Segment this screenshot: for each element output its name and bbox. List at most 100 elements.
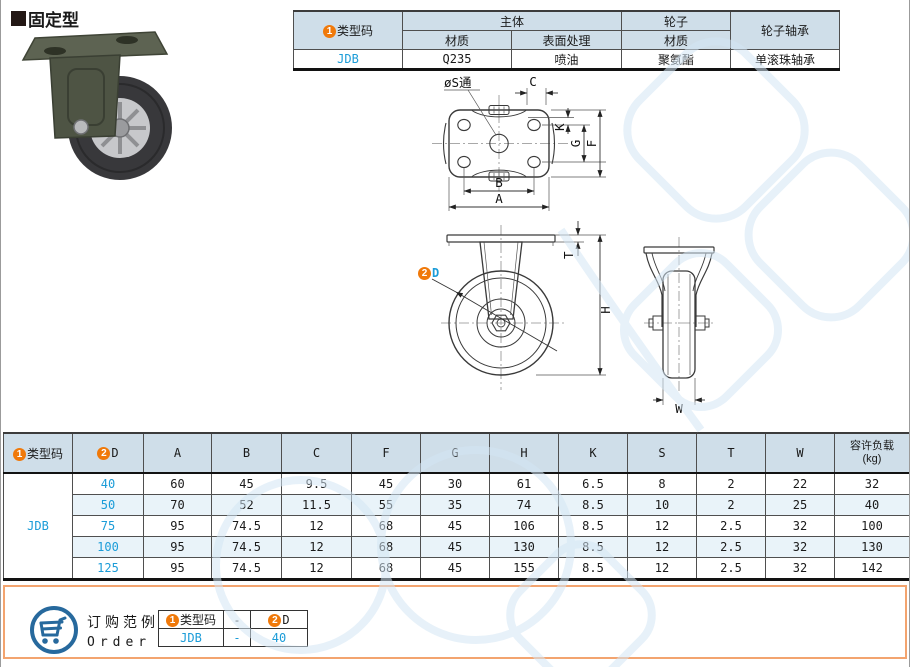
dim-cell: 61	[489, 472, 559, 495]
dim-cell: 2.5	[696, 536, 766, 558]
dim-header-load: 容许负载 (kg)	[834, 432, 909, 474]
top-view: øS通 C K G F B A	[432, 75, 606, 211]
dim-cell: 32	[765, 515, 835, 537]
product-photo	[21, 31, 172, 180]
dim-cell: 32	[765, 557, 835, 580]
spec-header-bearing: 轮子轴承	[730, 10, 841, 50]
spec-subheader-material: 材质	[402, 30, 512, 50]
dim-cell: 68	[351, 515, 421, 537]
circle-1-badge: 1	[12, 447, 26, 461]
dim-cell: 2.5	[696, 557, 766, 580]
dim-cell: 45	[420, 557, 490, 580]
dim-h-label: H	[598, 306, 613, 314]
dim-g-label: G	[568, 140, 583, 148]
circle-1-badge: 1	[165, 614, 179, 627]
page-title-text: 固定型	[28, 11, 79, 30]
dim-cell: 68	[351, 536, 421, 558]
dim-cell: 8.5	[558, 536, 628, 558]
dim-cell: 52	[211, 494, 282, 516]
dim-header-a: A	[143, 432, 212, 474]
front-view: T H	[431, 221, 613, 390]
dim-a-label: A	[495, 191, 503, 206]
dim-header-c: C	[281, 432, 352, 474]
dim-cell: 32	[834, 472, 909, 495]
dim-cell: 70	[143, 494, 212, 516]
dim-cell: 8.5	[558, 494, 628, 516]
page-title: 固定型	[11, 6, 79, 31]
spec-header-body: 主体	[401, 10, 623, 31]
dim-header-g: G	[420, 432, 490, 474]
dim-cell: 45	[211, 472, 282, 495]
dim-cell: 10	[627, 494, 697, 516]
spec-typecode-value: JDB	[293, 49, 403, 70]
hole-diameter-label: øS通	[444, 75, 472, 90]
order-title-cn: 订购范例	[87, 614, 159, 630]
dim-cell: 142	[834, 557, 909, 580]
dim-header-t: T	[696, 432, 766, 474]
dim-header-h: H	[489, 432, 559, 474]
dim-d-value: 50	[72, 494, 144, 516]
dim-cell: 2.5	[696, 515, 766, 537]
order-titles: 订购范例 Order	[87, 612, 159, 650]
dim-cell: 74	[489, 494, 559, 516]
dim-cell: 45	[351, 472, 421, 495]
dim-cell: 12	[627, 557, 697, 580]
dim-cell: 130	[489, 536, 559, 558]
order-title-en: Order	[87, 635, 152, 650]
dim-cell: 12	[627, 515, 697, 537]
order-typecode-value: JDB	[158, 628, 224, 647]
dim-header-s: S	[627, 432, 697, 474]
order-d-value: 40	[250, 628, 308, 647]
title-square-icon	[11, 11, 26, 26]
side-view: W	[643, 237, 716, 416]
order-header-sep: -	[223, 610, 251, 629]
dim-t-label: T	[561, 251, 576, 259]
dim-cell: 106	[489, 515, 559, 537]
dim-header-f: F	[351, 432, 421, 474]
dim-cell: 45	[420, 515, 490, 537]
dim-c-label: C	[529, 75, 537, 89]
dim-cell: 130	[834, 536, 909, 558]
technical-drawing: øS通 C K G F B A	[431, 75, 716, 416]
spec-surface: 喷油	[510, 49, 623, 70]
dim-cell: 22	[765, 472, 835, 495]
dim-d-value: 75	[72, 515, 144, 537]
dim-cell: 25	[765, 494, 835, 516]
cart-icon	[30, 606, 78, 654]
dim-cell: 95	[143, 536, 212, 558]
dim-cell: 35	[420, 494, 490, 516]
dim-d-value: 100	[72, 536, 144, 558]
dim-cell: 8	[627, 472, 697, 495]
dim-cell: 100	[834, 515, 909, 537]
spec-subheader-surface: 表面处理	[510, 30, 623, 50]
circle-1-badge: 1	[322, 25, 336, 38]
dim-cell: 74.5	[211, 515, 282, 537]
dim-cell: 32	[765, 536, 835, 558]
dim-typecode-value: JDB	[3, 472, 73, 580]
dim-cell: 40	[834, 494, 909, 516]
dim-cell: 60	[143, 472, 212, 495]
dim-cell: 30	[420, 472, 490, 495]
dim-b-label: B	[495, 175, 503, 190]
circle-2-badge: 2	[97, 447, 111, 460]
dim-header-w: W	[765, 432, 835, 474]
dim-cell: 68	[351, 557, 421, 580]
dim-w-label: W	[675, 401, 683, 416]
dim-cell: 12	[627, 536, 697, 558]
spec-wheel-material: 聚氨酯	[621, 49, 732, 70]
dim-cell: 12	[281, 557, 352, 580]
dim-cell: 2	[696, 494, 766, 516]
spec-header-wheel: 轮子	[621, 10, 732, 31]
dim-cell: 95	[143, 515, 212, 537]
